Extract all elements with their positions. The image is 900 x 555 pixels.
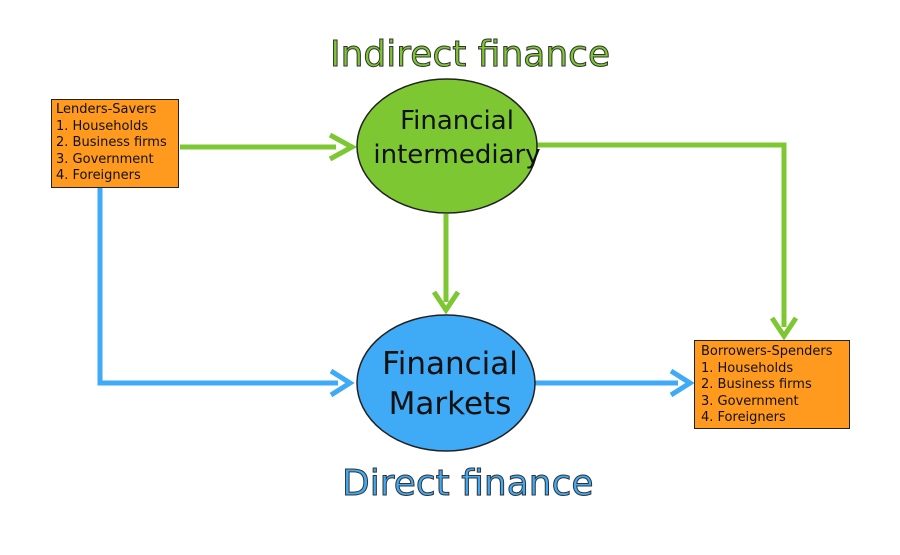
borrowers-item: 4. Foreigners [701, 410, 786, 425]
direct-finance-title: Direct finance [342, 463, 595, 505]
arrow-intermediary-to-borrowers [535, 142, 799, 341]
markets-label-line-2: Markets [388, 386, 512, 422]
borrowers-item: 2. Business firms [701, 377, 812, 392]
borrowers-item: 3. Government [701, 393, 799, 409]
borrowers-heading: Borrowers-Spenders [701, 344, 833, 359]
lenders-item: 4. Foreigners [56, 168, 141, 183]
borrowers-spenders-box: Borrowers-Spenders 1. Households 2. Busi… [694, 340, 850, 429]
arrow-intermediary-to-markets [431, 214, 461, 315]
financial-markets-label: Financial Markets [362, 344, 538, 424]
financial-markets-node [356, 314, 536, 452]
intermediary-label-line-1: Financial [400, 106, 514, 136]
arrow-markets-to-borrowers [535, 368, 695, 398]
borrowers-item: 1. Households [701, 360, 794, 376]
financial-intermediary-node [356, 78, 538, 214]
intermediary-label-line-2: intermediary [373, 140, 541, 170]
lenders-item: 3. Government [56, 151, 154, 167]
lenders-savers-box: Lenders-Savers 1. Households 2. Business… [51, 99, 179, 188]
lenders-item: 1. Households [56, 118, 149, 134]
lenders-heading: Lenders-Savers [56, 102, 157, 117]
lenders-item: 2. Business firms [56, 135, 167, 150]
arrow-lenders-to-intermediary [180, 132, 358, 162]
indirect-finance-title: Indirect finance [329, 34, 611, 76]
financial-intermediary-label: Financial intermediary [362, 104, 552, 172]
arrow-lenders-to-markets [97, 188, 355, 398]
markets-label-line-1: Financial [382, 346, 518, 382]
